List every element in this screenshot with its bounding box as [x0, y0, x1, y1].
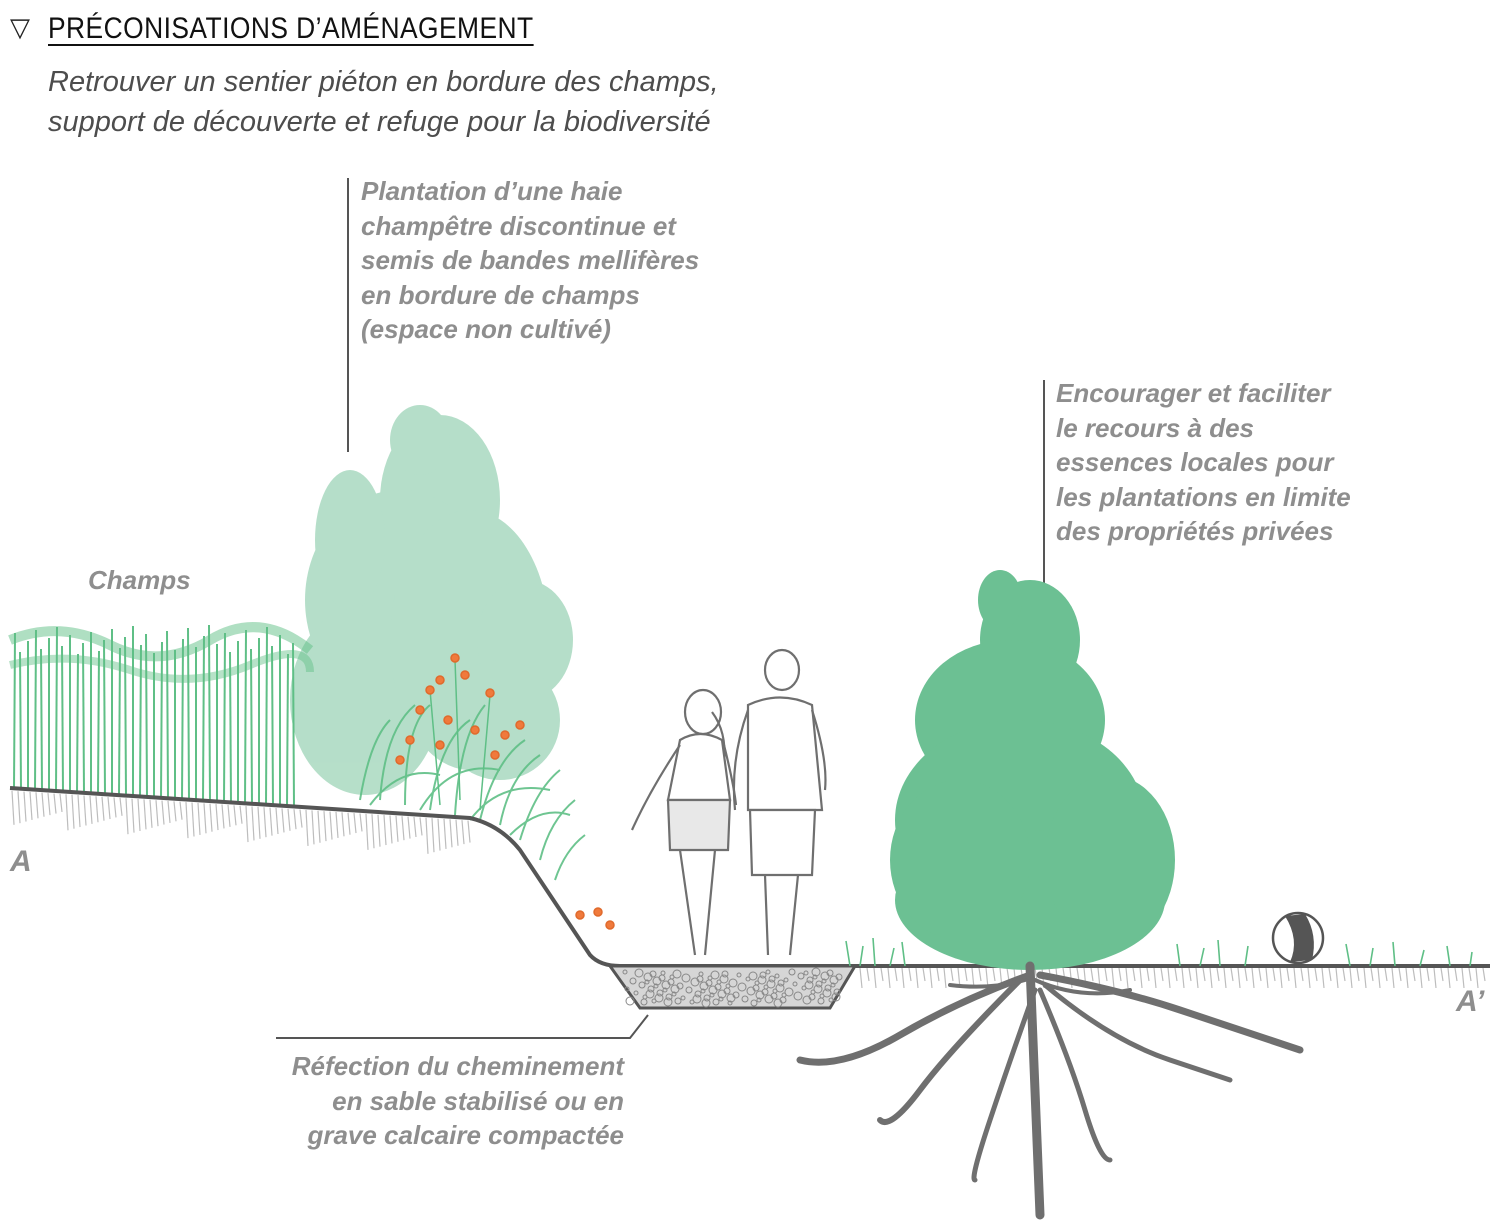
section-mark-end: A’ — [1456, 985, 1485, 1018]
local-species-annotation-line: Encourager et faciliter — [1056, 378, 1331, 408]
field-crops-illustration — [8, 622, 314, 808]
triangle-down-icon: ▽ — [10, 12, 30, 42]
hedge-annotation-line: (espace non cultivé) — [361, 314, 611, 344]
path-annotation-line: grave calcaire compactée — [307, 1120, 624, 1150]
lawn-grass-illustration — [845, 937, 1473, 967]
local-species-annotation-line: le recours à des — [1056, 412, 1254, 443]
honey-flowers-illustration — [395, 653, 615, 930]
fields-label: Champs — [88, 565, 191, 595]
meadow-grass-illustration — [359, 704, 586, 881]
path-leader-line — [276, 1014, 649, 1039]
path-annotation: Réfection du cheminement en sable stabil… — [292, 1049, 624, 1153]
subtitle-line-1: Retrouver un sentier piéton en bordure d… — [48, 66, 719, 98]
hedge-annotation-line: Plantation d’une haie — [361, 176, 623, 206]
subtitle-line-2: support de découverte et refuge pour la … — [48, 106, 711, 138]
gravel-path-trench — [607, 964, 858, 1010]
local-species-annotation: Encourager et faciliter le recours à des… — [1056, 376, 1351, 549]
hedge-annotation-line: semis de bandes mellifères — [361, 245, 700, 275]
local-species-annotation-line: des propriétés privées — [1056, 516, 1334, 546]
ground-texture — [11, 790, 1486, 989]
hedge-illustration — [290, 405, 573, 795]
ball-illustration — [1271, 911, 1325, 965]
hedge-annotation-line: en bordure de champs — [361, 279, 640, 310]
path-annotation-line: en sable stabilisé ou en — [332, 1085, 624, 1116]
walkers-illustration — [630, 648, 827, 956]
local-species-annotation-line: essences locales pour — [1056, 447, 1334, 477]
path-annotation-line: Réfection du cheminement — [291, 1051, 624, 1081]
tree-roots-illustration — [796, 961, 1304, 1220]
section-mark-start: A — [10, 845, 32, 878]
hedge-annotation: Plantation d’une haie champêtre disconti… — [361, 174, 699, 347]
page-subtitle: Retrouver un sentier piéton en bordure d… — [48, 62, 868, 142]
hedge-annotation-line: champêtre discontinue et — [361, 210, 676, 241]
local-species-annotation-line: les plantations en limite — [1056, 481, 1351, 512]
page-title: PRÉCONISATIONS D’AMÉNAGEMENT — [48, 12, 534, 45]
local-tree-illustration — [890, 570, 1175, 970]
